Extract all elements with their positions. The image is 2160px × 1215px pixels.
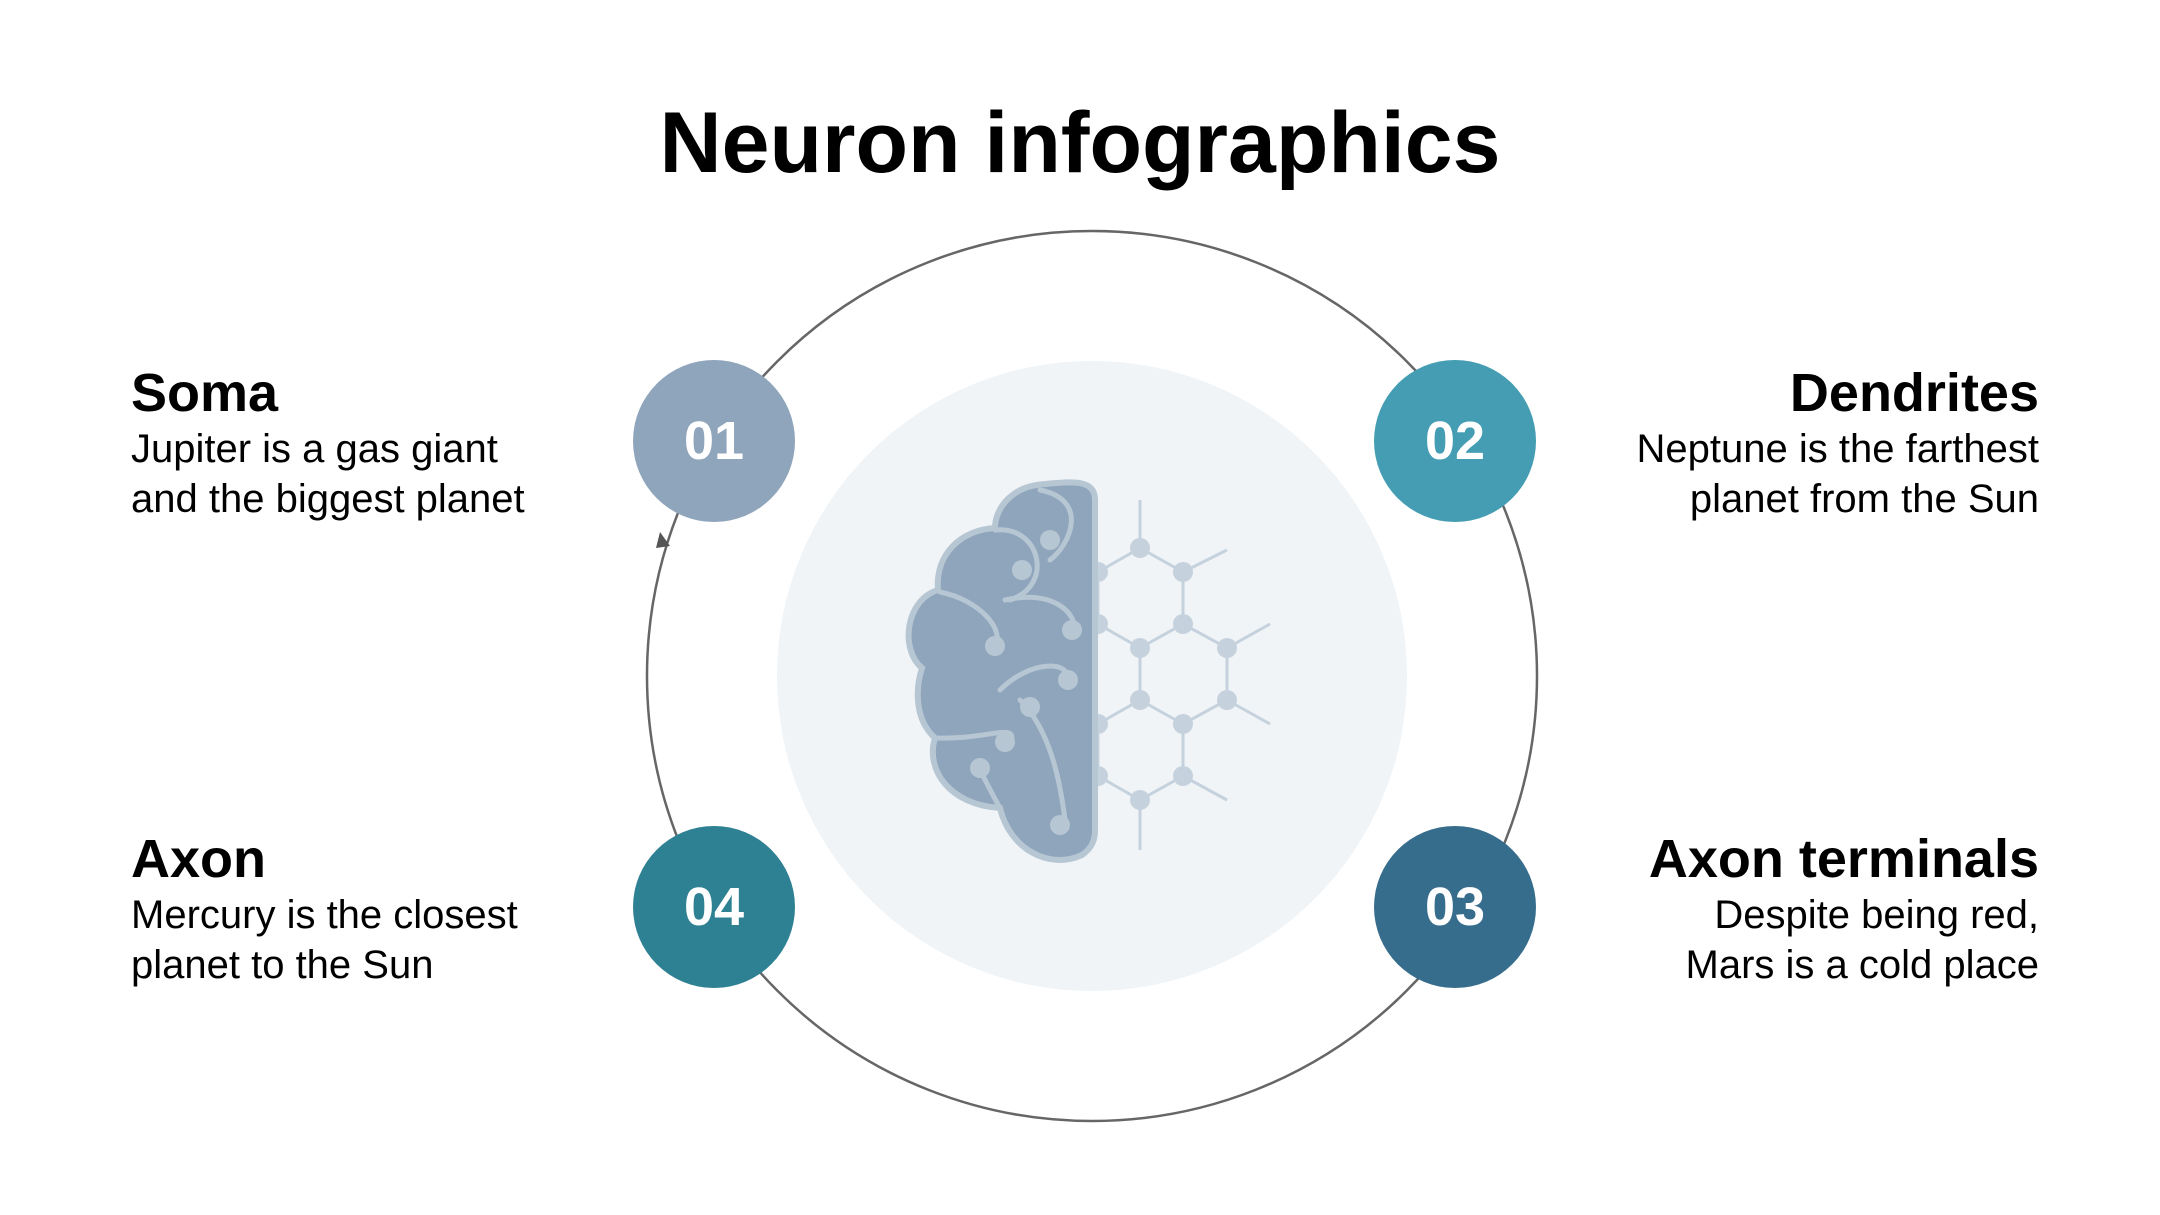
item-axon-terminals: Axon terminals Despite being red, Mars i… <box>1479 828 2039 990</box>
step-number-03: 03 <box>1424 877 1486 937</box>
item-heading: Axon terminals <box>1648 829 2039 889</box>
item-heading: Dendrites <box>1789 363 2039 423</box>
cycle-arrowhead <box>656 532 670 548</box>
item-text-line: Neptune is the farthest <box>1636 427 2039 471</box>
brain-circuit-icon <box>905 479 1271 863</box>
item-text-line: planet to the Sun <box>131 943 434 987</box>
item-text-line: Jupiter is a gas giant <box>131 427 498 471</box>
cycle-ring <box>645 229 1539 1123</box>
item-heading: Soma <box>131 363 279 423</box>
step-number-01: 01 <box>683 411 745 471</box>
step-badge-02: 02 <box>1374 360 1536 522</box>
item-text-line: and the biggest planet <box>131 477 525 521</box>
step-number-02: 02 <box>1424 411 1486 471</box>
item-heading: Axon <box>131 829 266 889</box>
step-badge-03: 03 <box>1374 826 1536 988</box>
step-badge-04: 04 <box>633 826 795 988</box>
item-axon: Axon Mercury is the closest planet to th… <box>131 828 691 990</box>
item-text-line: planet from the Sun <box>1689 477 2039 521</box>
page-title: Neuron infographics <box>659 95 1501 191</box>
step-badge-01: 01 <box>633 360 795 522</box>
item-soma: Soma Jupiter is a gas giant and the bigg… <box>131 362 691 524</box>
item-text-line: Mars is a cold place <box>1685 943 2039 987</box>
step-number-04: 04 <box>683 877 745 937</box>
item-dendrites: Dendrites Neptune is the farthest planet… <box>1479 362 2039 524</box>
item-text-line: Mercury is the closest <box>131 893 518 937</box>
item-text-line: Despite being red, <box>1714 893 2039 937</box>
